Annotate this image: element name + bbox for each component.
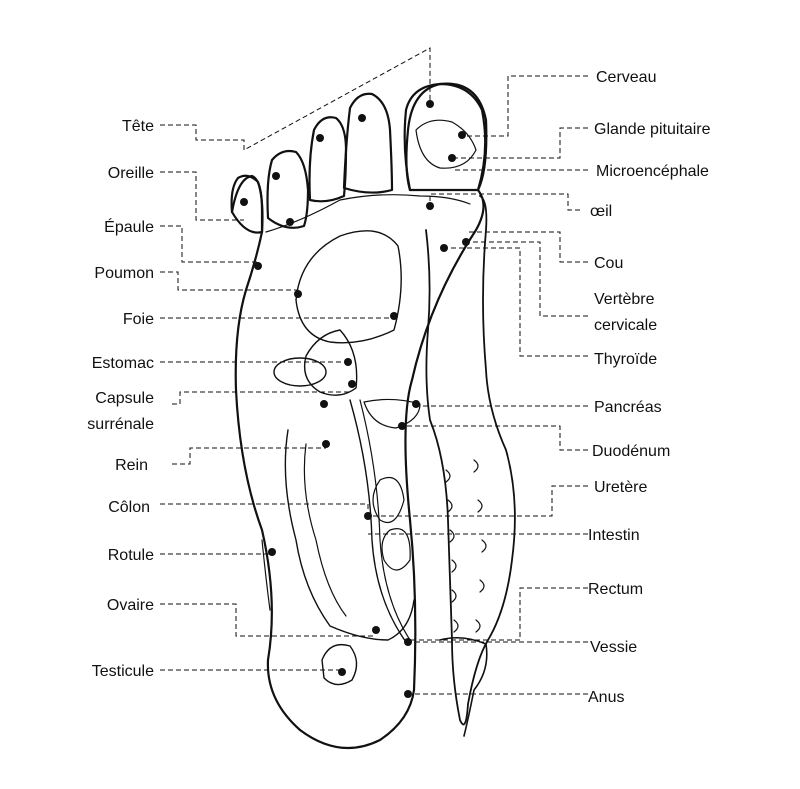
label-duodenum: Duodénum (592, 443, 670, 460)
testicle-sketch (321, 643, 358, 686)
toe-little (230, 174, 264, 234)
label-cerveau: Cerveau (596, 69, 656, 86)
point-testicule (338, 668, 346, 676)
left-labels: Tête Oreille Épaule Poumon Foie Estomac … (87, 118, 154, 680)
spine-sketch (425, 195, 516, 726)
point-toe4 (272, 172, 280, 180)
label-thyroide: Thyroïde (594, 351, 657, 368)
brain-sketch (415, 119, 477, 169)
intestine-sketch (372, 476, 405, 524)
toe-second (342, 92, 394, 194)
toe-third (308, 116, 348, 203)
point-oreille (240, 198, 248, 206)
point-foie (294, 290, 302, 298)
leader-lines (160, 47, 588, 695)
colon-inner-sketch (303, 443, 347, 617)
point-rein (322, 440, 330, 448)
point-ovaire (372, 626, 380, 634)
point-rotule (268, 548, 276, 556)
toe-crease (265, 194, 471, 233)
label-colon: Côlon (108, 499, 150, 516)
sacrum-sketch (439, 636, 488, 737)
foot-illustration (230, 82, 516, 750)
label-oreille: Oreille (108, 165, 154, 182)
label-oeil: œil (590, 203, 612, 220)
point-glande-pituitaire (458, 131, 466, 139)
label-cervicale: cervicale (594, 317, 657, 334)
liver-sketch (295, 230, 402, 344)
label-testicule: Testicule (92, 663, 154, 680)
label-estomac: Estomac (92, 355, 154, 372)
label-epaule: Épaule (104, 217, 154, 236)
toe-big (403, 82, 487, 192)
label-anus: Anus (588, 689, 624, 706)
label-cou: Cou (594, 255, 623, 272)
label-ovaire: Ovaire (107, 597, 154, 614)
label-glande-pituitaire: Glande pituitaire (594, 121, 711, 138)
toe-fourth (266, 149, 310, 229)
label-rectum: Rectum (588, 581, 643, 598)
label-poumon: Poumon (94, 265, 154, 282)
label-pancreas: Pancréas (594, 399, 662, 416)
right-labels: Cerveau Glande pituitaire Microencéphale… (588, 69, 711, 706)
colon-sketch (284, 429, 415, 641)
label-intestin: Intestin (588, 527, 640, 544)
point-pancreas (412, 400, 420, 408)
point-poumon (254, 262, 262, 270)
label-capsule: Capsule (95, 390, 154, 407)
label-surrenale: surrénale (87, 416, 154, 433)
label-vertebre: Vertèbre (594, 291, 655, 308)
intestine-sketch-2 (381, 528, 411, 571)
point-epaule (286, 218, 294, 226)
point-tete (358, 114, 366, 122)
ureter-sketch-2 (359, 399, 411, 641)
adrenal-sketch (273, 357, 327, 387)
foot-outline (230, 174, 485, 750)
label-vessie: Vessie (590, 639, 637, 656)
point-surrenale (320, 400, 328, 408)
reflex-points (240, 100, 470, 698)
label-tete: Tête (122, 118, 154, 135)
point-capsule (348, 380, 356, 388)
label-rotule: Rotule (108, 547, 154, 564)
label-microencephale: Microencéphale (596, 163, 709, 180)
heel-contour (261, 539, 271, 611)
ureter-sketch (349, 399, 407, 643)
spine-notches (445, 459, 487, 633)
pancreas-sketch (363, 398, 421, 429)
label-rein: Rein (115, 457, 148, 474)
point-foie-2 (390, 312, 398, 320)
label-foie: Foie (123, 311, 154, 328)
label-uretere: Uretère (594, 479, 647, 496)
point-microencephale (448, 154, 456, 162)
point-toe3 (316, 134, 324, 142)
